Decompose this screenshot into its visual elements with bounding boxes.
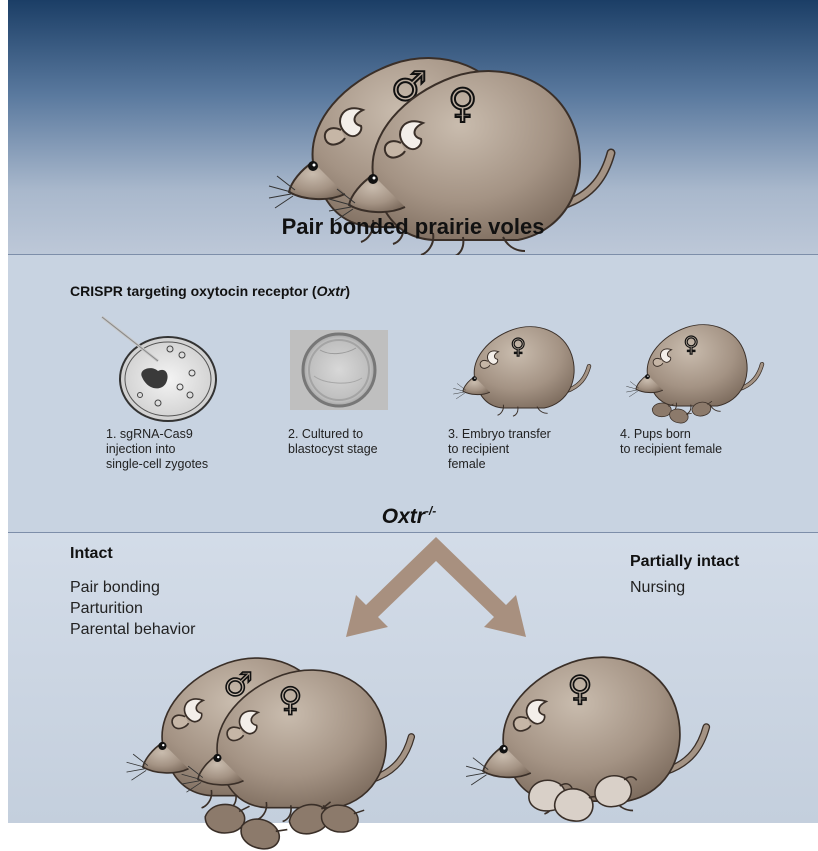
- female-symbol: ♀: [448, 81, 477, 127]
- intact-item: Parental behavior: [70, 619, 195, 640]
- heading-prefix: CRISPR targeting oxytocin receptor (: [70, 283, 317, 299]
- intact-list: Pair bonding Parturition Parental behavi…: [70, 577, 195, 640]
- step-4-line2: to recipient female: [620, 442, 790, 457]
- step-2-line2: blastocyst stage: [288, 442, 458, 457]
- step-1-line2: injection into: [106, 442, 276, 457]
- female-symbol-step4: ♀: [684, 332, 700, 357]
- genotype-superscript: -/-: [425, 504, 436, 518]
- partially-intact-title: Partially intact: [630, 553, 739, 571]
- step-1-line3: single-cell zygotes: [106, 457, 276, 472]
- female-symbol-step3: ♀: [511, 334, 527, 359]
- step-2-line1: 2. Cultured to: [288, 427, 458, 442]
- female-with-pups-vole: ♀: [633, 315, 763, 420]
- blastocyst-image: [290, 330, 388, 410]
- top-panel: ♂ ♀ Pair bonded prairie voles: [8, 0, 818, 255]
- intact-title: Intact: [70, 545, 113, 563]
- heading-suffix: ): [345, 283, 350, 299]
- heading-gene: Oxtr: [317, 283, 346, 299]
- step-4-caption: 4. Pups born to recipient female: [620, 427, 790, 457]
- step-3-line1: 3. Embryo transfer: [448, 427, 618, 442]
- step-3-line3: female: [448, 457, 618, 472]
- female-symbol-bottom-left: ♀: [279, 681, 303, 719]
- knockout-nursing-female-vole: ♀: [478, 643, 708, 823]
- bottom-panel: Intact Pair bonding Parturition Parental…: [8, 533, 818, 823]
- partially-intact-item: Nursing: [630, 577, 685, 598]
- genotype-label: Oxtr-/-: [0, 504, 818, 529]
- genotype-gene: Oxtr: [382, 505, 425, 528]
- step-2-caption: 2. Cultured to blastocyst stage: [288, 427, 458, 457]
- knockout-female-vole: ♀: [193, 655, 413, 830]
- female-symbol-bottom-right: ♀: [567, 669, 592, 709]
- step-4-line1: 4. Pups born: [620, 427, 790, 442]
- intact-item: Parturition: [70, 598, 195, 619]
- page-title: Pair bonded prairie voles: [8, 214, 818, 240]
- step-1-caption: 1. sgRNA-Cas9 injection into single-cell…: [106, 427, 276, 472]
- step-3-line2: to recipient: [448, 442, 618, 457]
- crispr-heading: CRISPR targeting oxytocin receptor (Oxtr…: [70, 283, 350, 299]
- step-3-caption: 3. Embryo transfer to recipient female: [448, 427, 618, 472]
- petri-dish-icon: [100, 315, 220, 425]
- partially-intact-list: Nursing: [630, 577, 685, 598]
- branch-arrows: [338, 533, 538, 643]
- recipient-female-vole: ♀: [460, 317, 590, 422]
- intact-item: Pair bonding: [70, 577, 195, 598]
- step-1-line1: 1. sgRNA-Cas9: [106, 427, 276, 442]
- middle-panel: CRISPR targeting oxytocin receptor (Oxtr…: [8, 255, 818, 533]
